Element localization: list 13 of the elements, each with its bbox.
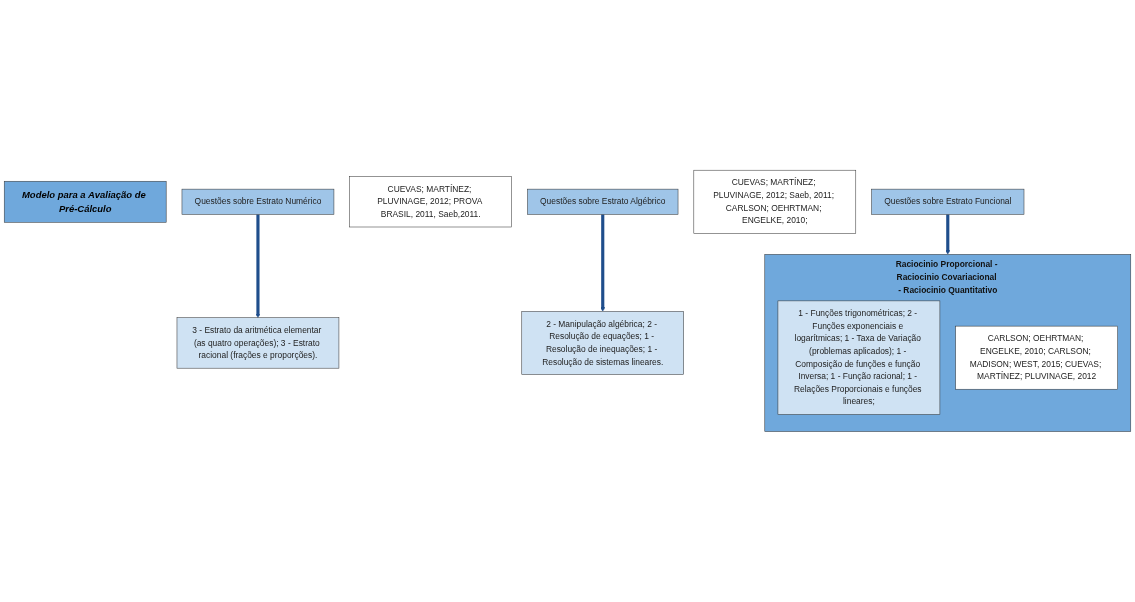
node-box: CUEVAS; MARTÍNEZ; PLUVINAGE, 2012; Saeb, 2011; CARLSON; OEHRTMAN; ENGELKE, 2010; [693, 170, 857, 234]
node-box: Modelo para a Avaliação de Pré-Cálculo [3, 181, 167, 223]
node-box: 2 - Manipulação algébrica; 2 - Resolução de equações; 1 - Resolução de inequações; 1 - Resolução de sistemas lineares. [521, 311, 684, 375]
node-box: 1 - Funções trigonométricas; 2 - Funções exponenciais e logarítmicas; 1 - Taxa de Variação (problemas aplicados); 1 - Composição de funções e função Inversa; 1 - Função racional; 1 - Relações Proporcionais e funções lineares; [777, 300, 941, 415]
node-box: 3 - Estrato da aritmética elementar (as quatro operações); 3 - Estrato racional (frações e proporções). [176, 317, 340, 369]
node-box: Questões sobre Estrato Numérico [181, 189, 335, 215]
node-box: Questões sobre Estrato Funcional [871, 189, 1025, 215]
node-box: CUEVAS; MARTÍNEZ; PLUVINAGE, 2012; PROVA BRASIL, 2011, Saeb,2011. [349, 176, 512, 228]
node-box: Questões sobre Estrato Algébrico [527, 189, 679, 215]
arrow [255, 214, 261, 319]
node-box: CARLSON; OEHRTMAN; ENGELKE, 2010; CARLSON; MADISON; WEST, 2015; CUEVAS; MARTÍNEZ; PLUVINAGE, 2012 [955, 325, 1118, 390]
arrow [600, 214, 606, 312]
arrow [945, 214, 951, 255]
